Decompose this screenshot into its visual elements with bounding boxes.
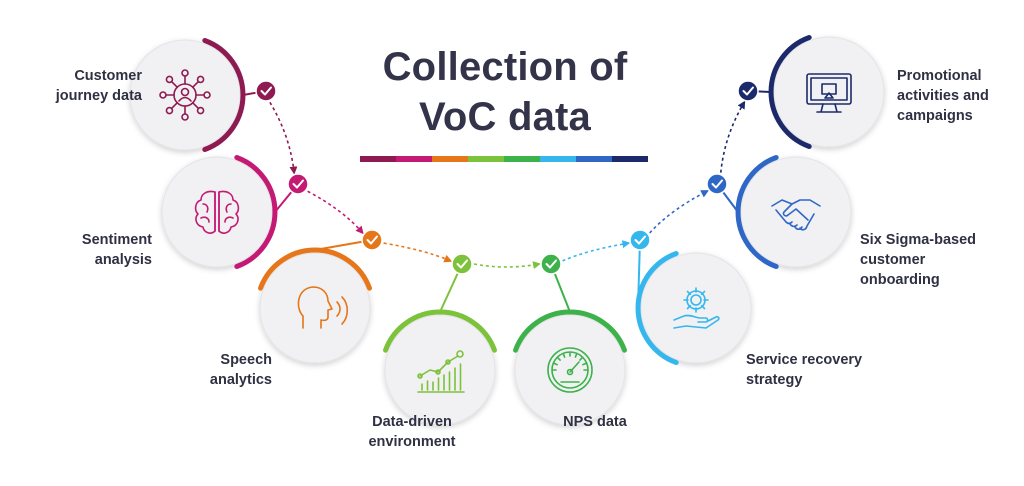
flow-connector <box>562 240 631 262</box>
step-arc <box>202 38 246 152</box>
check-icon <box>451 253 473 275</box>
step-label-speech-analytics: Speech analytics <box>209 352 272 388</box>
check-icon <box>361 229 383 251</box>
check-icon <box>540 253 562 275</box>
flow-connector <box>307 190 364 235</box>
step-node <box>129 38 277 152</box>
step-arc <box>383 309 497 353</box>
handshake-icon <box>771 199 821 231</box>
title-line-1: Collection of <box>382 45 628 89</box>
step-circle <box>259 252 371 364</box>
diagram-title: Collection of VoC data <box>330 42 680 142</box>
flow-connector <box>269 101 298 175</box>
step-label-six-sigma: Six Sigma-based customer onboarding <box>860 232 977 288</box>
flow-connector <box>719 100 746 173</box>
step-arc <box>234 155 278 269</box>
title-bar-segment <box>612 156 648 162</box>
check-icon <box>629 229 651 251</box>
step-arc <box>735 155 779 269</box>
title-bar-segment <box>540 156 576 162</box>
monitor-icon <box>806 73 852 113</box>
title-bar-segment <box>504 156 540 162</box>
step-node <box>258 229 383 364</box>
title-color-bar <box>360 156 648 162</box>
step-label-service-recovery: Service recovery strategy <box>746 352 863 388</box>
step-label-promotional: Promotional activities and campaigns <box>897 68 989 124</box>
check-icon <box>737 80 759 102</box>
step-node <box>629 229 752 365</box>
step-arc <box>513 309 627 353</box>
step-label-customer-journey: Customer journey data <box>55 68 142 104</box>
step-arc <box>768 35 812 149</box>
title-bar-segment <box>360 156 396 162</box>
step-label-nps-data: NPS data <box>563 414 627 430</box>
title-bar-segment <box>432 156 468 162</box>
speaking-head-icon <box>297 286 349 329</box>
check-icon <box>287 173 309 195</box>
title-line-2: VoC data <box>419 95 591 139</box>
flow-connector <box>383 242 453 263</box>
flow-connector <box>649 190 710 234</box>
check-icon <box>706 173 728 195</box>
step-label-data-driven: Data-driven environment <box>368 414 456 450</box>
gauge-icon <box>547 347 593 393</box>
brain-icon <box>194 190 240 234</box>
title-bar-segment <box>396 156 432 162</box>
step-circle <box>161 156 273 268</box>
title-bar-segment <box>576 156 612 162</box>
gear-hand-icon <box>673 287 720 329</box>
title-bar-segment <box>468 156 504 162</box>
flow-connector <box>473 261 541 270</box>
step-node <box>737 35 885 149</box>
growth-chart-icon <box>417 350 465 393</box>
step-node <box>706 155 852 269</box>
step-arc <box>258 247 372 291</box>
step-stem <box>637 239 641 309</box>
step-circle <box>773 36 885 148</box>
step-circle <box>740 156 852 268</box>
step-node <box>383 253 497 426</box>
step-label-sentiment-analysis: Sentiment analysis <box>81 232 152 268</box>
step-node <box>513 253 627 426</box>
step-node <box>161 155 309 269</box>
customer-journey-icon <box>159 69 211 121</box>
check-icon <box>255 80 277 102</box>
